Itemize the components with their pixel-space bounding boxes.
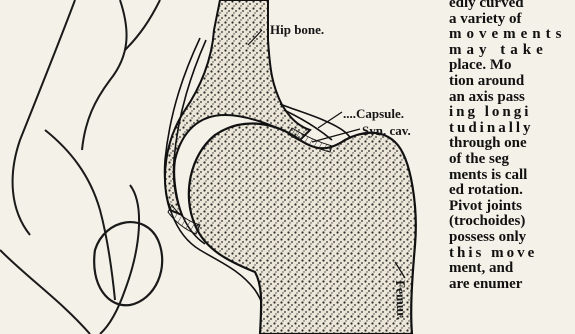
text-line: place. Mo — [449, 58, 575, 74]
label-capsule: ....Capsule. — [343, 106, 404, 122]
text-line: ed rotation. — [449, 183, 575, 199]
hip-joint-illustration — [0, 0, 440, 334]
label-hip-bone: Hip bone. — [270, 22, 324, 38]
text-line: possess only — [449, 230, 575, 246]
text-line: a variety of — [449, 12, 575, 28]
label-femur: Femur. — [392, 280, 409, 320]
body-text-column: edly curved a variety of movements may t… — [449, 0, 575, 292]
text-line: edly curved — [449, 0, 575, 12]
obturator-opening — [94, 222, 162, 305]
text-line: ments is call — [449, 168, 575, 184]
text-line: Pivot joints — [449, 199, 575, 215]
text-line: through one — [449, 136, 575, 152]
text-line: an axis pass — [449, 90, 575, 106]
text-line: may take — [449, 43, 575, 59]
pelvis-outline — [0, 0, 160, 334]
text-line: of the seg — [449, 152, 575, 168]
text-line: ing longi — [449, 105, 575, 121]
text-line: tudinally — [449, 121, 575, 137]
text-line: are enumer — [449, 277, 575, 293]
label-synovial-cavity: Syn. cav. — [362, 123, 411, 139]
text-line: this move — [449, 246, 575, 262]
text-line: tion around — [449, 74, 575, 90]
femur — [189, 124, 416, 334]
text-line: (trochoides) — [449, 214, 575, 230]
text-line: movements — [449, 27, 575, 43]
text-line: ment, and — [449, 261, 575, 277]
